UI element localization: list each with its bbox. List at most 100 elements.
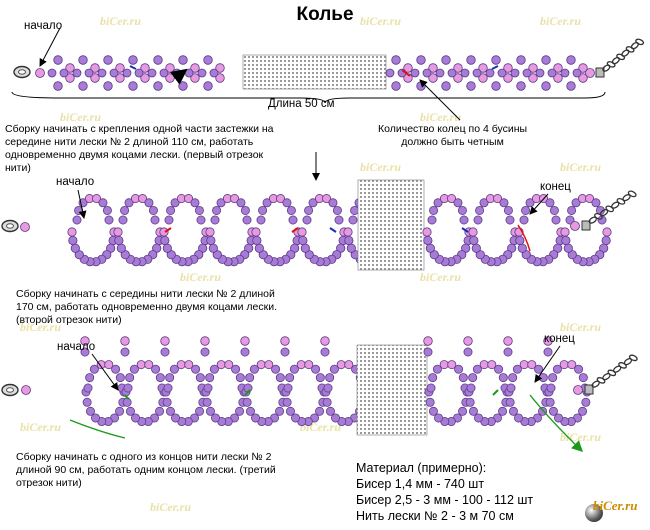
small-bead	[184, 68, 194, 78]
note-line: Сборку начинать с одного из концов нити …	[16, 451, 272, 463]
small-bead	[78, 81, 88, 91]
small-bead	[422, 68, 432, 78]
small-bead	[89, 364, 99, 374]
pointer-arrow	[39, 27, 61, 67]
small-bead	[552, 364, 562, 374]
note-part-3: Сборку начинать с одного из концов нити …	[16, 451, 276, 490]
chain-link	[607, 369, 617, 377]
large-bead	[136, 360, 146, 370]
small-bead	[491, 81, 501, 91]
large-bead	[570, 221, 580, 231]
small-bead	[330, 413, 340, 423]
thread-red	[291, 227, 299, 233]
small-bead	[441, 55, 451, 65]
chain-link	[635, 38, 645, 46]
small-bead	[209, 68, 219, 78]
large-bead	[296, 360, 306, 370]
small-bead	[165, 373, 175, 383]
small-bead	[546, 383, 556, 393]
note-rings: Количество колец по 4 бусины должно быть…	[378, 123, 527, 149]
small-bead	[170, 198, 180, 208]
large-bead	[113, 227, 123, 237]
small-bead	[601, 235, 611, 246]
small-bead	[391, 55, 401, 65]
small-bead	[315, 373, 325, 383]
large-bead	[190, 73, 200, 83]
small-bead	[210, 413, 220, 423]
end-cap	[595, 67, 605, 78]
small-bead	[549, 205, 559, 215]
small-bead	[323, 383, 333, 393]
small-bead	[160, 347, 170, 357]
small-bead	[311, 364, 321, 374]
small-bead	[428, 406, 438, 416]
small-bead	[560, 68, 570, 78]
small-bead	[548, 406, 558, 416]
pointer-arrow	[534, 345, 561, 383]
thread-green	[492, 389, 499, 396]
small-bead	[285, 406, 295, 416]
small-bead	[516, 55, 526, 65]
large-bead	[144, 360, 154, 370]
small-bead	[166, 205, 176, 215]
small-bead	[178, 81, 188, 91]
small-bead	[521, 205, 531, 215]
small-bead	[466, 81, 476, 91]
small-bead	[144, 198, 154, 208]
small-bead	[68, 235, 78, 246]
small-bead	[125, 373, 135, 383]
large-bead	[447, 194, 457, 204]
small-bead	[469, 235, 479, 246]
small-bead	[427, 215, 437, 225]
large-bead	[567, 360, 577, 370]
chain-link	[605, 205, 615, 213]
large-bead	[343, 227, 353, 237]
small-bead	[497, 68, 507, 78]
thread-red	[170, 68, 188, 85]
small-bead	[129, 364, 139, 374]
large-bead	[140, 63, 150, 73]
chain-link	[602, 64, 611, 72]
thread-red	[401, 69, 411, 77]
small-bead	[115, 406, 125, 416]
small-bead	[47, 68, 57, 78]
small-bead	[517, 243, 527, 253]
small-bead	[454, 364, 464, 374]
large-bead	[159, 227, 169, 237]
large-bead	[503, 63, 513, 73]
small-bead	[111, 364, 121, 374]
large-bead	[423, 336, 433, 346]
small-bead	[322, 397, 332, 407]
thread-green	[69, 419, 126, 439]
large-bead	[264, 360, 274, 370]
large-bead	[115, 63, 125, 73]
small-bead	[567, 205, 577, 215]
large-bead	[184, 194, 194, 204]
small-bead	[563, 243, 573, 253]
large-bead	[553, 63, 563, 73]
small-bead	[124, 198, 134, 208]
small-bead	[235, 406, 245, 416]
small-bead	[82, 397, 92, 407]
large-bead	[120, 336, 130, 346]
small-bead	[435, 68, 445, 78]
small-bead	[275, 373, 285, 383]
large-bead	[21, 385, 31, 395]
pointer-arrow	[419, 79, 461, 121]
small-bead	[472, 68, 482, 78]
small-bead	[494, 364, 504, 374]
large-bead	[184, 360, 194, 370]
page-title: Колье	[296, 4, 354, 25]
small-bead	[210, 215, 220, 225]
clasp-hole	[18, 69, 26, 75]
large-bead	[322, 194, 332, 204]
small-bead	[565, 215, 575, 225]
small-bead	[242, 397, 252, 407]
small-bead	[423, 347, 433, 357]
large-bead	[256, 360, 266, 370]
chain-link	[618, 362, 627, 369]
small-bead	[472, 364, 482, 374]
small-bead	[551, 215, 561, 225]
small-bead	[485, 68, 495, 78]
